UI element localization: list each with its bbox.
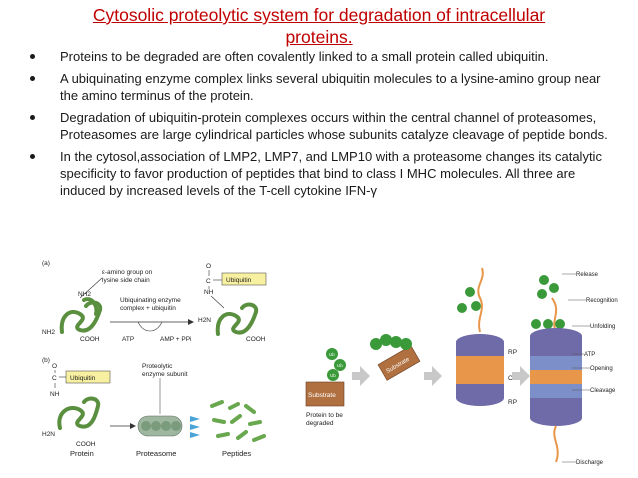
protein-label: Protein <box>70 449 94 458</box>
unfolding-label: Unfolding <box>590 324 615 330</box>
enzyme-label: Ubiquinating enzyme <box>120 297 181 304</box>
protein-to-degrade-label: Protein to be <box>306 412 343 419</box>
process-arrow-icon <box>352 366 370 386</box>
substrate-block-icon: Substrate <box>305 381 345 407</box>
h2n-label-b: H2N <box>42 431 55 438</box>
ub-label: Ub <box>329 352 335 357</box>
release-label: Release <box>576 272 599 278</box>
proteolytic-label: Proteolytic <box>142 363 173 370</box>
ubiquitin-tag-label: Ubiquitin <box>226 277 252 284</box>
recognition-label: Recognition <box>586 298 618 304</box>
bullet-item: A ubiquinating enzyme complex links seve… <box>28 70 608 104</box>
bullet-list: Proteins to be degraded are often covale… <box>28 48 608 204</box>
proteasome-cylinder-icon <box>456 267 504 406</box>
opening-label: Opening <box>590 366 613 372</box>
process-arrow-icon <box>424 366 442 386</box>
bullet-dot-icon <box>30 115 35 120</box>
atp-right-label: ATP <box>584 352 595 358</box>
substrate-box-label: Substrate <box>308 392 336 399</box>
ubiquitinated-protein-icon <box>215 302 259 336</box>
h2n-label: H2N <box>198 317 211 324</box>
c-label-b: C <box>52 375 57 382</box>
cleavage-arrows-icon <box>190 416 200 438</box>
process-arrow-icon <box>512 366 530 386</box>
o-label: O <box>206 263 211 270</box>
c-label: C <box>206 278 211 285</box>
enzyme-label-2: complex + ubiquitin <box>120 305 176 312</box>
panel-a-label: (a) <box>42 260 50 267</box>
protein-to-degrade-label-2: degraded <box>306 420 334 427</box>
discharge-label: Discharge <box>576 460 604 466</box>
bullet-text: A ubiquinating enzyme complex links seve… <box>60 71 601 103</box>
ubiquitin-tag-icon <box>221 272 267 286</box>
bullet-item: Degradation of ubiquitin-protein complex… <box>28 109 608 143</box>
bullet-dot-icon <box>30 54 35 59</box>
peptides-label: Peptides <box>222 449 251 458</box>
proteasome-mechanism-figure: Substrate Protein to be degraded Ub Ub U… <box>305 267 618 466</box>
atp-label: ATP <box>122 336 134 343</box>
bullet-item: In the cytosol,association of LMP2, LMP7… <box>28 148 608 199</box>
ub-label: Ub <box>330 373 336 378</box>
protein-blob-icon-b <box>57 396 101 430</box>
slide-title: Cytosolic proteolytic system for degrada… <box>0 4 638 48</box>
rp-top-label: RP <box>508 349 517 356</box>
rp-bottom-label: RP <box>508 399 517 406</box>
proteasome-detailed-icon <box>530 275 582 463</box>
bullet-text: Degradation of ubiquitin-protein complex… <box>60 110 608 142</box>
cooh-label-b: COOH <box>76 441 96 448</box>
o-label-b: O <box>52 363 57 370</box>
peptides-icon <box>210 400 266 442</box>
ubiquitinated-substrate-icon: Substrate <box>370 334 421 381</box>
slide-title-line-2: proteins. <box>285 27 353 47</box>
panel-b-label: (b) <box>42 357 50 364</box>
slide-title-line-1: Cytosolic proteolytic system for degrada… <box>92 5 546 25</box>
bullet-item: Proteins to be degraded are often covale… <box>28 48 608 65</box>
bullet-text: In the cytosol,association of LMP2, LMP7… <box>60 149 602 198</box>
nh2-label-2: NH2 <box>42 329 55 336</box>
proteasome-small-icon <box>137 415 183 437</box>
ubiquitin-tag-icon-b <box>65 370 111 384</box>
bullet-dot-icon <box>30 76 35 81</box>
ub-ball-icon <box>457 287 481 313</box>
proteolytic-label-2: enzyme subunit <box>142 371 188 378</box>
bullet-text: Proteins to be degraded are often covale… <box>60 49 549 64</box>
amp-label: AMP + PPi <box>160 336 192 343</box>
protein-blob-icon <box>59 297 103 334</box>
nh-label-b: NH <box>50 391 60 398</box>
nh2-label: NH2 <box>78 291 91 298</box>
bullet-dot-icon <box>30 154 35 159</box>
e-amino-label: ε-amino group on <box>102 269 153 276</box>
ubiquitin-chain-icon <box>326 348 346 381</box>
proteasome-label: Proteasome <box>136 449 176 458</box>
nh-label: NH <box>204 289 214 296</box>
e-amino-label-2: lysine side chain <box>102 277 150 284</box>
cleavage-label: Cleavage <box>590 388 616 394</box>
ubiquitination-figure: (a) ε-amino group on lysine side chain N… <box>42 260 267 458</box>
ubiquitin-tag-label-b: Ubiquitin <box>70 375 96 382</box>
cooh-label-2: COOH <box>246 336 266 343</box>
ub-label: Ub <box>337 363 343 368</box>
cooh-label: COOH <box>80 336 100 343</box>
